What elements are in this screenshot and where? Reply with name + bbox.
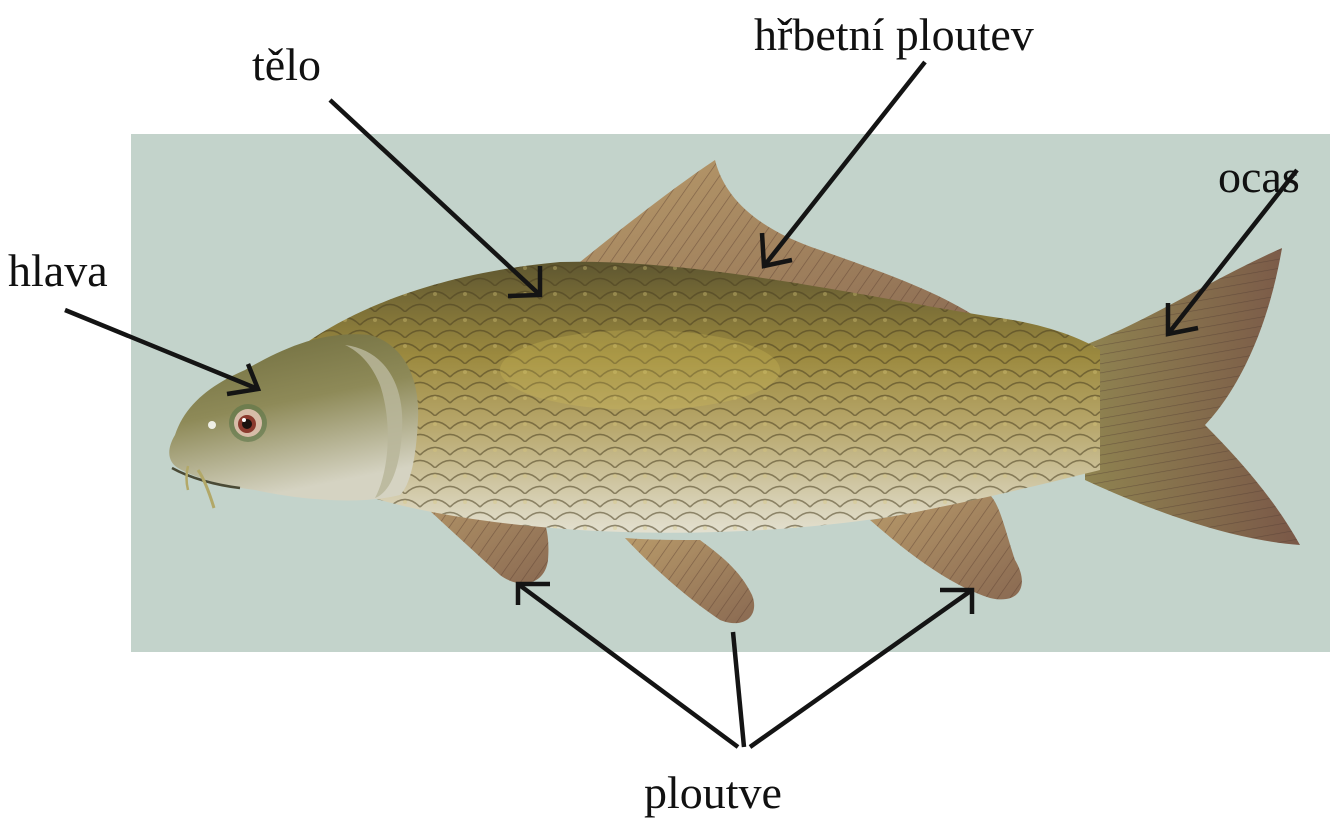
label-fins: ploutve <box>644 767 782 818</box>
fish-eye <box>229 404 267 442</box>
label-dorsal-fin: hřbetní ploutev <box>754 9 1034 60</box>
label-body: tělo <box>252 39 321 90</box>
label-head: hlava <box>8 245 108 296</box>
label-tail: ocas <box>1218 151 1300 202</box>
